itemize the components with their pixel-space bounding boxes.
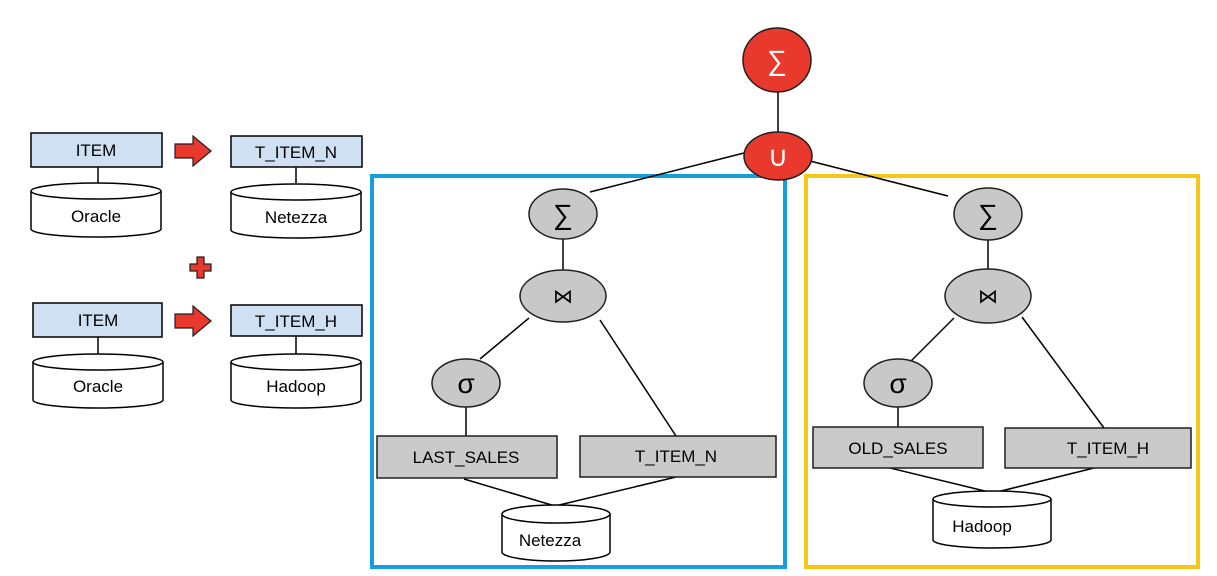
arrow-right-icon xyxy=(174,304,212,338)
left-select-node: σ xyxy=(431,358,501,408)
target-db-label: Netezza xyxy=(265,208,328,227)
left-join-symbol: ⋈ xyxy=(553,286,573,308)
source-table-label: ITEM xyxy=(78,311,119,330)
source-db-cylinder xyxy=(30,182,162,238)
target-db-cylinder xyxy=(230,183,362,239)
left-aggregate-symbol: ∑ xyxy=(553,199,573,230)
movement-top: ITEM Oracle T_ITEM_N Netezza xyxy=(30,132,363,239)
source-db-cylinder xyxy=(32,353,164,409)
right-aggregate-symbol: ∑ xyxy=(978,199,998,230)
t-item-h-table xyxy=(1004,427,1192,469)
hadoop-db-cylinder xyxy=(932,490,1052,549)
old-sales-label: OLD_SALES xyxy=(848,439,947,458)
arrow-right-icon xyxy=(174,134,212,168)
hadoop-execution-frame xyxy=(804,174,1200,569)
union-node: ∪ xyxy=(743,131,813,181)
source-db-label: Oracle xyxy=(71,207,121,226)
root-aggregate-symbol: ∑ xyxy=(767,45,787,76)
hadoop-db-label: Hadoop xyxy=(952,517,1012,536)
movement-bottom: ITEM Oracle T_ITEM_H Hadoop xyxy=(32,302,363,409)
netezza-db-cylinder xyxy=(501,504,611,562)
right-join-symbol: ⋈ xyxy=(978,286,998,308)
left-aggregate-node: ∑ xyxy=(528,188,598,240)
source-table-box xyxy=(30,132,163,168)
root-aggregate-node: ∑ xyxy=(742,27,812,93)
t-item-n-table xyxy=(579,435,777,478)
left-select-symbol: σ xyxy=(457,368,474,399)
target-db-label: Hadoop xyxy=(266,377,326,396)
t-item-h-label: T_ITEM_H xyxy=(1067,439,1149,458)
last-sales-table xyxy=(376,435,558,479)
right-select-node: σ xyxy=(863,358,933,408)
target-table-box xyxy=(230,304,363,337)
target-table-label: T_ITEM_N xyxy=(255,143,337,162)
netezza-execution-frame xyxy=(370,174,787,569)
target-db-cylinder xyxy=(230,353,362,409)
left-join-node: ⋈ xyxy=(519,269,607,323)
last-sales-label: LAST_SALES xyxy=(413,448,520,467)
source-table-box xyxy=(32,302,163,338)
source-db-label: Oracle xyxy=(73,377,123,396)
union-symbol: ∪ xyxy=(768,141,789,172)
target-table-label: T_ITEM_H xyxy=(255,312,337,331)
source-table-label: ITEM xyxy=(76,141,117,160)
tree-edges xyxy=(463,91,1105,507)
old-sales-table xyxy=(812,426,984,469)
target-table-box xyxy=(230,135,363,168)
plus-icon xyxy=(189,256,212,279)
right-select-symbol: σ xyxy=(889,368,906,399)
t-item-n-label: T_ITEM_N xyxy=(635,447,717,466)
right-aggregate-node: ∑ xyxy=(953,187,1023,241)
right-join-node: ⋈ xyxy=(944,268,1032,324)
netezza-db-label: Netezza xyxy=(519,531,582,550)
